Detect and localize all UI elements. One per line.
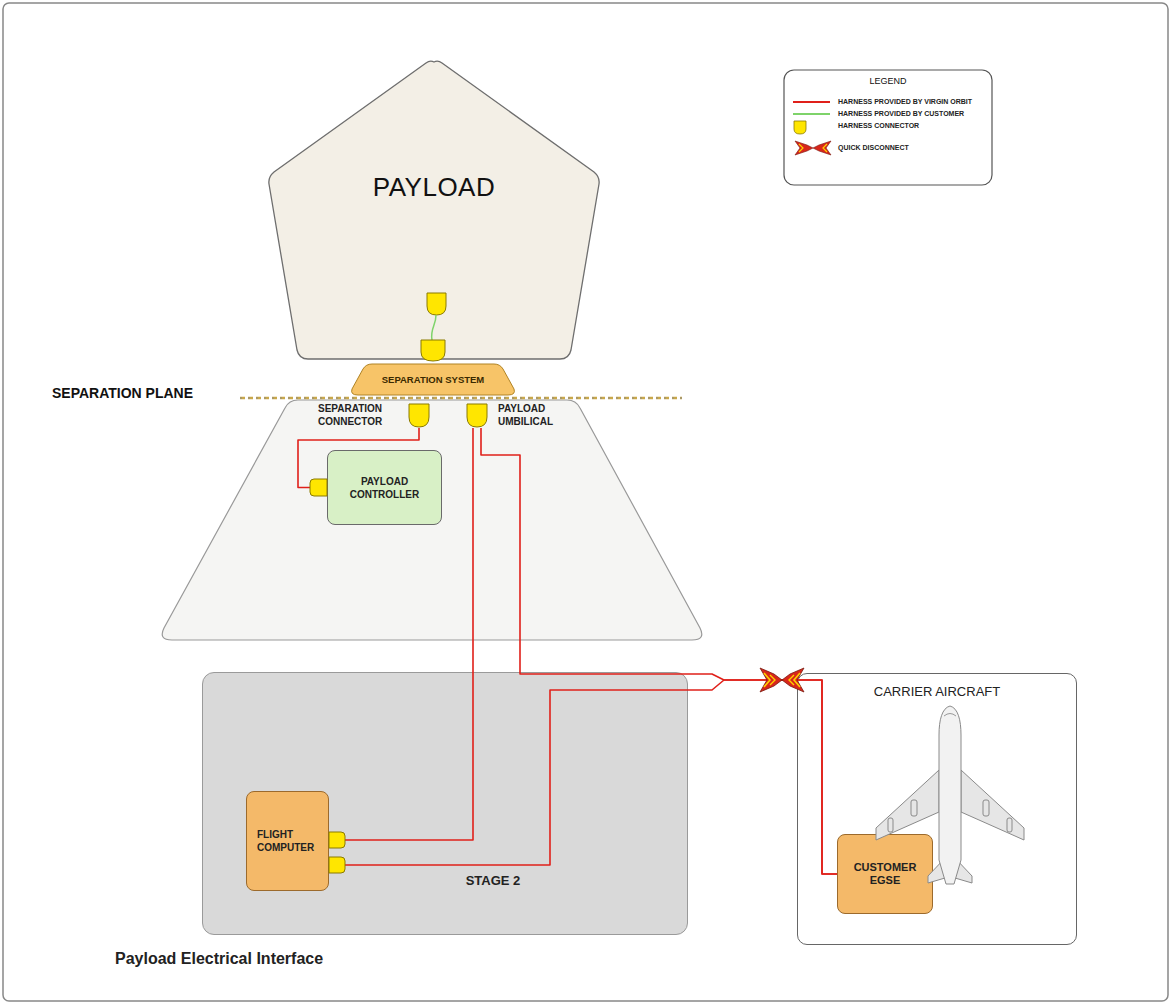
separation-plane-line — [240, 398, 682, 399]
computer-box: FLIGHT COMPUTER — [246, 791, 329, 891]
customer-harness — [432, 315, 436, 340]
adapter-fairing — [162, 400, 702, 640]
legend-disconnect-symbol — [795, 141, 831, 155]
group-title: CARRIER AIRCRAFT — [798, 684, 1076, 699]
quick-disconnect-symbol — [760, 668, 804, 692]
airplane-illustration — [876, 706, 1024, 884]
harness-wire — [481, 428, 837, 874]
flight-computer-port — [329, 857, 345, 873]
legend-red-line — [793, 101, 830, 103]
legend-text: HARNESS PROVIDED BY VIRGIN ORBIT — [838, 98, 972, 105]
legend-text: QUICK DISCONNECT — [838, 144, 909, 151]
node-outline — [268, 60, 600, 362]
caption: Payload Electrical Interface — [115, 950, 323, 968]
egse-box: CUSTOMER EGSE — [837, 834, 933, 914]
connector-label: SEPARATION CONNECTOR — [318, 402, 402, 428]
plane-label: SEPARATION PLANE — [52, 385, 193, 401]
node-label: CUSTOMER EGSE — [838, 861, 932, 887]
group-title: STAGE 2 — [443, 873, 543, 888]
stage-box: STAGE 2 FLIGHT COMPUTER — [202, 672, 688, 935]
connector-label: PAYLOAD UMBILICAL — [498, 402, 572, 428]
node-label: FLIGHT COMPUTER — [253, 828, 322, 854]
payload-pentagon: PAYLOAD — [268, 60, 600, 362]
node-outline — [466, 403, 488, 428]
wire-path — [481, 428, 837, 874]
umbilical-connector: PAYLOAD UMBILICAL — [466, 403, 488, 428]
legend-text: HARNESS CONNECTOR — [838, 122, 919, 129]
separation-system: SEPARATION SYSTEM — [350, 363, 516, 396]
page-frame — [3, 3, 1168, 1001]
legend-connector-symbol — [794, 121, 806, 134]
separation-plane-line — [240, 397, 682, 400]
wire-path — [329, 680, 837, 874]
payload-internal-connector — [421, 340, 445, 361]
legend-title: LEGEND — [784, 76, 992, 86]
legend-green-line — [793, 113, 830, 115]
legend-text: HARNESS PROVIDED BY CUSTOMER — [838, 110, 964, 117]
flight-computer-port — [329, 832, 345, 848]
harness-wire — [329, 428, 473, 840]
wire-path — [329, 428, 473, 840]
controller-box: PAYLOAD CONTROLLER — [327, 450, 442, 525]
controller-port — [310, 479, 327, 496]
node-title: PAYLOAD — [268, 172, 600, 203]
node-outline — [408, 403, 430, 428]
node-label: PAYLOAD CONTROLLER — [328, 475, 441, 501]
legend-box — [784, 70, 992, 185]
harness-wire — [329, 680, 837, 874]
separation-connector: SEPARATION CONNECTOR — [408, 403, 430, 428]
node-label: SEPARATION SYSTEM — [382, 374, 485, 385]
payload-internal-connector — [427, 293, 446, 315]
